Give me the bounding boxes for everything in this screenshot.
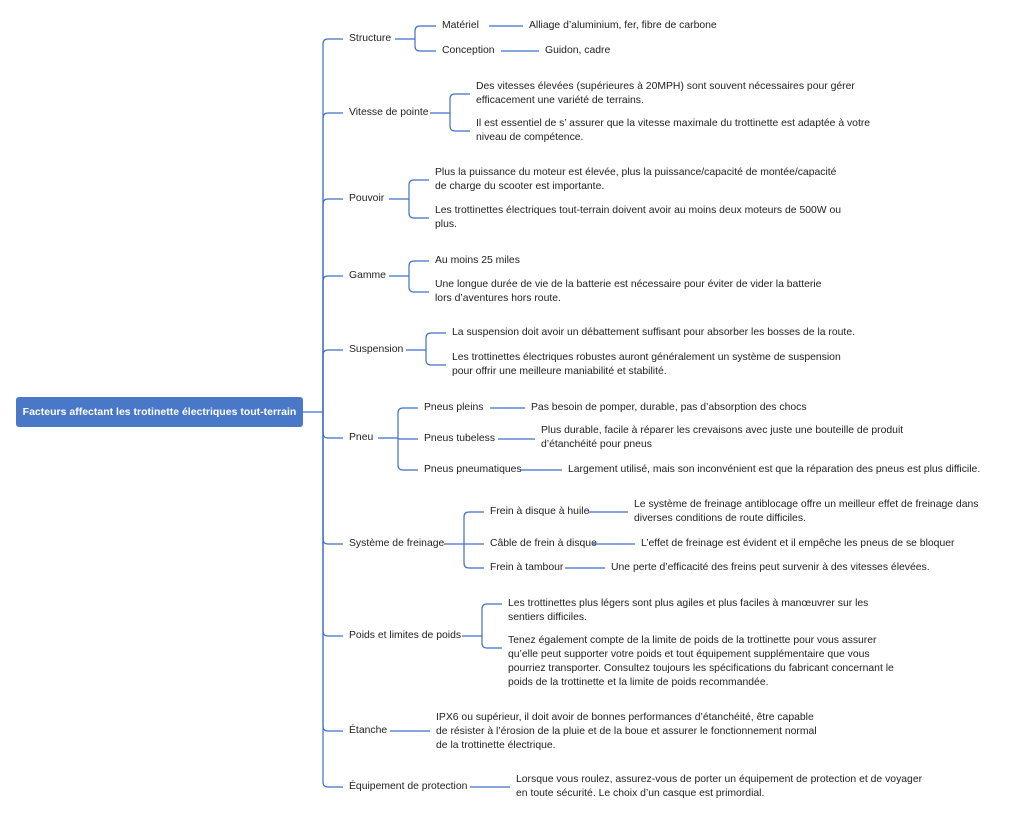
root-connector-branch-6	[322, 412, 343, 545]
branch-poids-et-limites[interactable]: Poids et limites de poids	[349, 630, 462, 641]
root-connector-branch-7	[322, 412, 343, 637]
branch-systeme-de-freinage[interactable]: Système de freinage	[349, 538, 445, 549]
root-topic[interactable]: Facteurs affectant les trotinette électr…	[16, 397, 303, 427]
root-connector-branch-4	[322, 349, 343, 412]
vitesse-connector-branch-1	[449, 113, 470, 132]
branch-vitesse-de-pointe[interactable]: Vitesse de pointe	[349, 107, 429, 118]
node-frein-huile-detail[interactable]: Le système de freinage antiblocage offre…	[634, 499, 979, 524]
node-pouvoir-2[interactable]: Les trottinettes électriques tout-terrai…	[435, 205, 842, 230]
node-pneus-pleins-detail[interactable]: Pas besoin de pomper, durable, pas d’abs…	[531, 402, 807, 413]
root-connector-branch-2	[322, 198, 343, 412]
node-pneus-pleins[interactable]: Pneus pleins	[424, 402, 484, 413]
node-pouvoir-1[interactable]: Plus la puissance du moteur est élevée, …	[435, 167, 837, 192]
root-connector-branch-3	[322, 275, 343, 412]
node-poids-2[interactable]: Tenez également compte de la limite de p…	[508, 635, 894, 688]
root-connector-branch-9	[322, 412, 343, 788]
node-conception[interactable]: Conception	[442, 45, 495, 56]
node-pneus-tubeless[interactable]: Pneus tubeless	[424, 433, 496, 444]
root-connector-branch-1	[322, 112, 343, 412]
branch-etanche[interactable]: Étanche	[349, 725, 388, 736]
node-frein-huile[interactable]: Frein à disque à huile	[490, 506, 590, 517]
node-frein-tambour[interactable]: Frein à tambour	[490, 562, 564, 573]
poids-connector-branch-1	[481, 636, 502, 649]
node-frein-tambour-detail[interactable]: Une perte d’efficacité des freins peut s…	[611, 562, 930, 573]
gamme-connector-branch-1	[408, 276, 429, 293]
pouvoir-connector-branch-0	[408, 179, 429, 199]
freinage-connector-branch-2	[463, 544, 484, 569]
node-materiel[interactable]: Matériel	[442, 20, 479, 31]
gamme-connector-branch-0	[408, 260, 429, 276]
node-vitesse-2[interactable]: Il est essentiel de s’ assurer que la vi…	[476, 118, 871, 143]
pneu-connector-branch-0	[397, 407, 418, 438]
pouvoir-connector-branch-1	[408, 199, 429, 219]
suspension-connector-branch-1	[425, 350, 446, 366]
node-suspension-2[interactable]: Les trottinettes électriques robustes au…	[452, 352, 841, 377]
pneu-connector-branch-2	[397, 438, 418, 471]
node-cable-frein[interactable]: Câble de frein à disque	[490, 538, 597, 549]
root-connector-branch-8	[322, 412, 343, 732]
freinage-connector-branch-0	[463, 511, 484, 544]
branch-suspension[interactable]: Suspension	[349, 344, 404, 355]
node-gamme-1[interactable]: Au moins 25 miles	[435, 255, 520, 266]
node-etanche-1[interactable]: IPX6 ou supérieur, il doit avoir de bonn…	[436, 712, 817, 751]
branch-pneu[interactable]: Pneu	[349, 432, 374, 443]
root-connector-branch-0	[322, 38, 343, 412]
vitesse-connector-branch-0	[449, 93, 470, 113]
node-pneus-pneumatiques[interactable]: Pneus pneumatiques	[424, 464, 522, 475]
node-vitesse-1[interactable]: Des vitesses élevées (supérieures à 20MP…	[476, 81, 855, 106]
node-cable-frein-detail[interactable]: L’effet de freinage est évident et il em…	[641, 538, 955, 549]
structure-connector-branch-0	[414, 25, 436, 39]
branch-pouvoir[interactable]: Pouvoir	[349, 193, 385, 204]
node-pneus-tubeless-detail[interactable]: Plus durable, facile à réparer les creva…	[541, 425, 904, 450]
branch-structure[interactable]: Structure	[349, 33, 392, 44]
root-connector-branch-5	[322, 412, 343, 439]
node-conception-detail[interactable]: Guidon, cadre	[545, 45, 611, 56]
node-suspension-1[interactable]: La suspension doit avoir un débattement …	[452, 327, 855, 338]
node-poids-1[interactable]: Les trottinettes plus légers sont plus a…	[508, 598, 869, 623]
node-materiel-detail[interactable]: Alliage d’aluminium, fer, fibre de carbo…	[529, 20, 717, 31]
suspension-connector-branch-0	[425, 332, 446, 350]
node-protection-1[interactable]: Lorsque vous roulez, assurez-vous de por…	[516, 774, 923, 799]
node-gamme-2[interactable]: Une longue durée de vie de la batterie e…	[435, 279, 822, 304]
structure-connector-branch-1	[414, 39, 436, 52]
node-pneus-pneumatiques-detail[interactable]: Largement utilisé, mais son inconvénient…	[568, 464, 981, 475]
branch-equipement-de-protection[interactable]: Équipement de protection	[349, 781, 468, 792]
branch-gamme[interactable]: Gamme	[349, 270, 386, 281]
poids-connector-branch-0	[481, 603, 502, 636]
